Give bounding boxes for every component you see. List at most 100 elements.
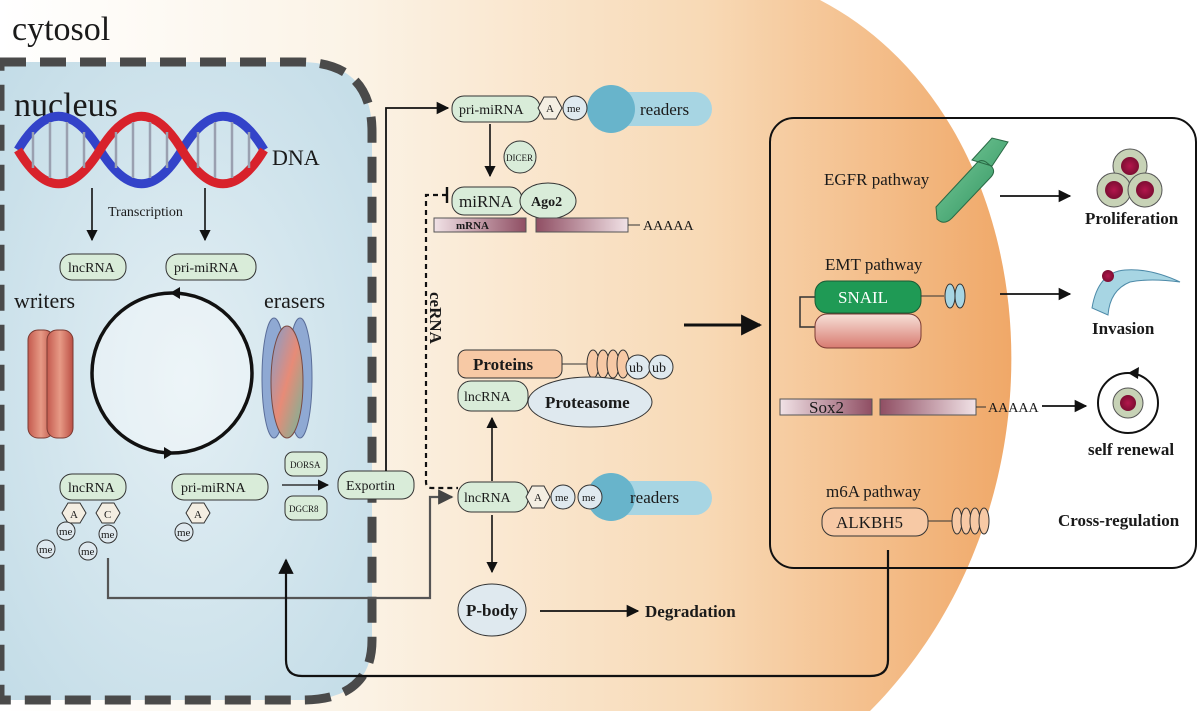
transcription-label: Transcription xyxy=(108,205,183,220)
methyl-circle-3 xyxy=(98,524,118,544)
sox2-segment-1 xyxy=(779,398,873,416)
adenosine-label-cyto: A xyxy=(546,103,554,115)
sox2-segment-2 xyxy=(879,398,977,416)
alkbh5-label: ALKBH5 xyxy=(836,513,903,532)
invasion-label: Invasion xyxy=(1092,319,1155,338)
cycle-arrowhead-bottom xyxy=(164,447,174,459)
self-renewal-label: self renewal xyxy=(1088,440,1174,459)
adenosine-label-mirna: A xyxy=(194,509,202,521)
snail-receptor xyxy=(944,283,966,309)
methyl-label-3: me xyxy=(101,529,115,541)
dicer-protein xyxy=(503,140,537,174)
export-arrow-up xyxy=(385,101,450,471)
writers-protein xyxy=(27,329,74,439)
dna-label: DNA xyxy=(272,145,320,170)
egfr-receptor xyxy=(935,137,1009,223)
self-renewal-arrowhead xyxy=(1128,367,1139,379)
lncrna-proteasome-pill xyxy=(457,380,529,412)
methyl-circle-cyto2a xyxy=(550,484,576,510)
lncrna-pill-bottom xyxy=(59,473,127,501)
writers-label: writers xyxy=(14,288,75,313)
pbody-shape xyxy=(457,583,527,637)
methyl-label-1: me xyxy=(59,526,73,538)
lncrna-export-path xyxy=(106,489,454,600)
mrna-segment-2 xyxy=(535,217,629,233)
readers-label-bottom: readers xyxy=(630,488,679,507)
sox2-label: Sox2 xyxy=(809,398,844,417)
methyl-circle-cyto xyxy=(562,95,588,121)
exportin-label: Exportin xyxy=(346,479,395,494)
proliferation-cells xyxy=(1096,148,1163,208)
methyl-label-mirna: me xyxy=(177,527,191,539)
methyl-label-2: me xyxy=(39,544,53,556)
dna-helix xyxy=(14,111,268,189)
dorsa-box xyxy=(284,451,328,477)
readers-shape-top xyxy=(587,85,712,133)
adenosine-hexagon-mirna xyxy=(185,502,211,524)
alkbh5-coil xyxy=(951,507,990,535)
adenosine-hexagon-cyto2 xyxy=(525,485,551,509)
egfr-label: EGFR pathway xyxy=(824,170,930,189)
snail-box xyxy=(814,280,922,314)
m6a-label: m6A pathway xyxy=(826,482,921,501)
pri-mirna-pill-top xyxy=(165,253,257,281)
ub-circle-2 xyxy=(648,354,674,380)
lncrna-label-cyto: lncRNA xyxy=(464,491,512,506)
adenosine-hexagon-cyto xyxy=(537,96,563,120)
methyl-circle-mirna xyxy=(174,522,194,542)
erasers-protein xyxy=(261,317,313,439)
exportin-box xyxy=(337,470,415,500)
proteasome-label: Proteasome xyxy=(545,393,630,412)
sox2-polya: AAAAA xyxy=(988,401,1039,416)
cytidine-hexagon xyxy=(95,502,121,524)
cytosol-label: cytosol xyxy=(12,11,110,48)
readers-shape-bottom xyxy=(587,473,712,521)
pri-mirna-label-cyto: pri-miRNA xyxy=(459,103,524,118)
mrna-segment-1 xyxy=(433,217,527,233)
methyl-label-cyto2b: me xyxy=(582,492,596,504)
methyl-label-cyto2a: me xyxy=(555,492,569,504)
mrna-label: mRNA xyxy=(456,220,489,232)
methyl-circle-1 xyxy=(56,521,76,541)
cross-regulation-panel xyxy=(769,117,1197,569)
proliferation-label: Proliferation xyxy=(1085,209,1179,228)
feedback-loop xyxy=(278,550,890,678)
invasion-nucleus xyxy=(1102,270,1114,282)
erasers-label: erasers xyxy=(264,288,325,313)
cytidine-label: C xyxy=(104,509,111,521)
methyl-label-4: me xyxy=(81,546,95,558)
lncrna-pill-top xyxy=(59,253,127,281)
readers-label-top: readers xyxy=(640,100,689,119)
cross-regulation-label: Cross-regulation xyxy=(1058,511,1180,530)
cerna-dashed-line xyxy=(424,193,458,490)
dicer-label: DICER xyxy=(506,153,533,163)
nucleus-compartment xyxy=(0,57,377,705)
adenosine-label-cyto2: A xyxy=(534,492,542,504)
methyl-circle-cyto2b xyxy=(577,484,603,510)
ub-label-1: ub xyxy=(629,361,643,376)
adenosine-label: A xyxy=(70,509,78,521)
degradation-label: Degradation xyxy=(645,602,736,621)
self-renewal-nucleus xyxy=(1120,395,1136,411)
pri-mirna-pill-bottom xyxy=(171,473,269,501)
cerna-label: ceRNA xyxy=(426,292,445,345)
methyl-circle-4 xyxy=(78,541,98,561)
pri-mirna-label-top: pri-miRNA xyxy=(174,261,239,276)
methylation-cycle xyxy=(90,291,254,455)
ub-label-2: ub xyxy=(652,361,666,376)
snail-label: SNAIL xyxy=(838,288,888,307)
snail-partner-box xyxy=(814,313,922,349)
lncrna-label-bottom: lncRNA xyxy=(68,481,116,496)
dgcr8-box xyxy=(284,495,328,521)
emt-label: EMT pathway xyxy=(825,255,923,274)
dgcr8-label: DGCR8 xyxy=(289,504,319,514)
methyl-label-cyto: me xyxy=(567,103,581,115)
ago2-label: Ago2 xyxy=(531,195,562,210)
lncrna-label-top: lncRNA xyxy=(68,261,116,276)
pri-mirna-label-bottom: pri-miRNA xyxy=(181,481,246,496)
proteins-label: Proteins xyxy=(473,355,534,374)
pbody-label: P-body xyxy=(466,601,518,620)
lncrna-proteasome-label: lncRNA xyxy=(464,390,512,405)
proteasome-shape xyxy=(527,376,653,428)
